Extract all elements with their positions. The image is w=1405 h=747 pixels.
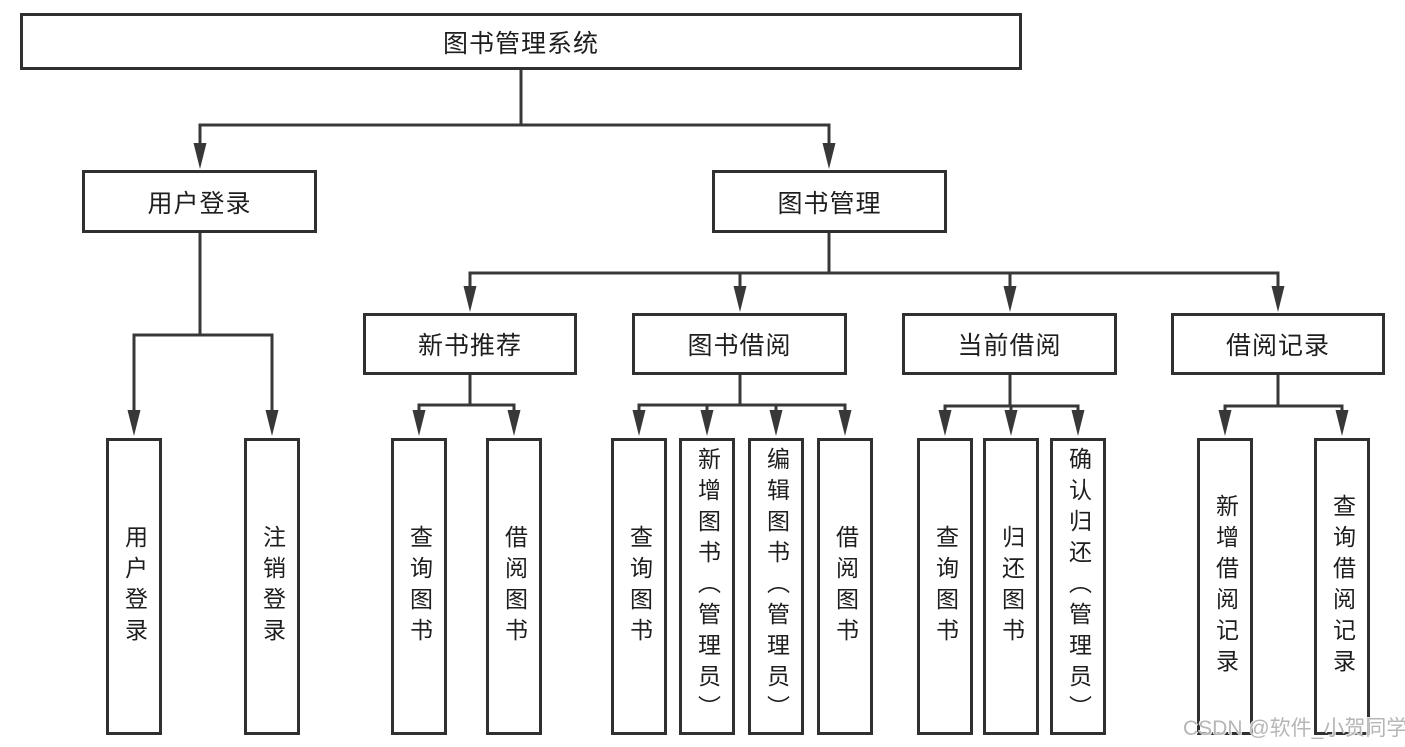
node-book-mgmt-label: 图书管理 bbox=[777, 189, 882, 218]
leaf-user-login-label: 用户登录 bbox=[121, 524, 148, 649]
leaf-current-return-books: 归还图书 bbox=[983, 438, 1039, 735]
node-book-borrow-label: 图书借阅 bbox=[687, 332, 792, 360]
leaf-recommend-query-books: 查询图书 bbox=[391, 438, 447, 735]
leaf-recommend-borrow-books-label: 借阅图书 bbox=[501, 524, 528, 649]
leaf-records-add-record: 新增借阅记录 bbox=[1197, 438, 1253, 735]
node-user-login-label: 用户登录 bbox=[147, 189, 252, 218]
csdn-watermark: CSDN @软件_小贺同学 bbox=[1183, 717, 1405, 740]
node-root-label: 图书管理系统 bbox=[442, 29, 599, 58]
node-book-borrow: 图书借阅 bbox=[632, 313, 847, 375]
node-borrow-records: 借阅记录 bbox=[1171, 313, 1385, 375]
leaf-logout-label: 注销登录 bbox=[259, 524, 286, 649]
leaf-current-return-books-label: 归还图书 bbox=[998, 524, 1025, 649]
leaf-recommend-borrow-books: 借阅图书 bbox=[486, 438, 542, 735]
node-book-mgmt: 图书管理 bbox=[712, 170, 947, 233]
node-current-borrow: 当前借阅 bbox=[902, 313, 1117, 375]
leaf-current-query-books-label: 查询图书 bbox=[932, 524, 959, 649]
node-borrow-records-label: 借阅记录 bbox=[1225, 332, 1330, 360]
node-root: 图书管理系统 bbox=[20, 13, 1022, 70]
leaf-current-query-books: 查询图书 bbox=[917, 438, 973, 735]
leaf-borrow-borrow-books-label: 借阅图书 bbox=[832, 524, 859, 649]
leaf-records-query-record-label: 查询借阅记录 bbox=[1329, 493, 1356, 680]
leaf-borrow-add-books-admin-label: 新增图书（管理员） bbox=[694, 447, 721, 726]
leaf-borrow-query-books: 查询图书 bbox=[611, 438, 667, 735]
leaf-recommend-query-books-label: 查询图书 bbox=[406, 524, 433, 649]
node-current-borrow-label: 当前借阅 bbox=[957, 332, 1062, 360]
leaf-borrow-edit-books-admin-label: 编辑图书（管理员） bbox=[763, 447, 790, 726]
leaf-user-login: 用户登录 bbox=[106, 438, 162, 735]
leaf-logout: 注销登录 bbox=[244, 438, 300, 735]
leaf-borrow-query-books-label: 查询图书 bbox=[626, 524, 653, 649]
node-new-book-recommend: 新书推荐 bbox=[363, 313, 577, 375]
leaf-records-query-record: 查询借阅记录 bbox=[1314, 438, 1370, 735]
node-new-book-recommend-label: 新书推荐 bbox=[417, 332, 522, 360]
leaf-borrow-add-books-admin: 新增图书（管理员） bbox=[679, 438, 735, 735]
leaf-borrow-edit-books-admin: 编辑图书（管理员） bbox=[748, 438, 804, 735]
leaf-borrow-borrow-books: 借阅图书 bbox=[817, 438, 873, 735]
leaf-current-confirm-return-admin-label: 确认归还（管理员） bbox=[1065, 447, 1092, 726]
node-user-login: 用户登录 bbox=[82, 170, 317, 233]
leaf-current-confirm-return-admin: 确认归还（管理员） bbox=[1050, 438, 1106, 735]
leaf-records-add-record-label: 新增借阅记录 bbox=[1212, 493, 1239, 680]
